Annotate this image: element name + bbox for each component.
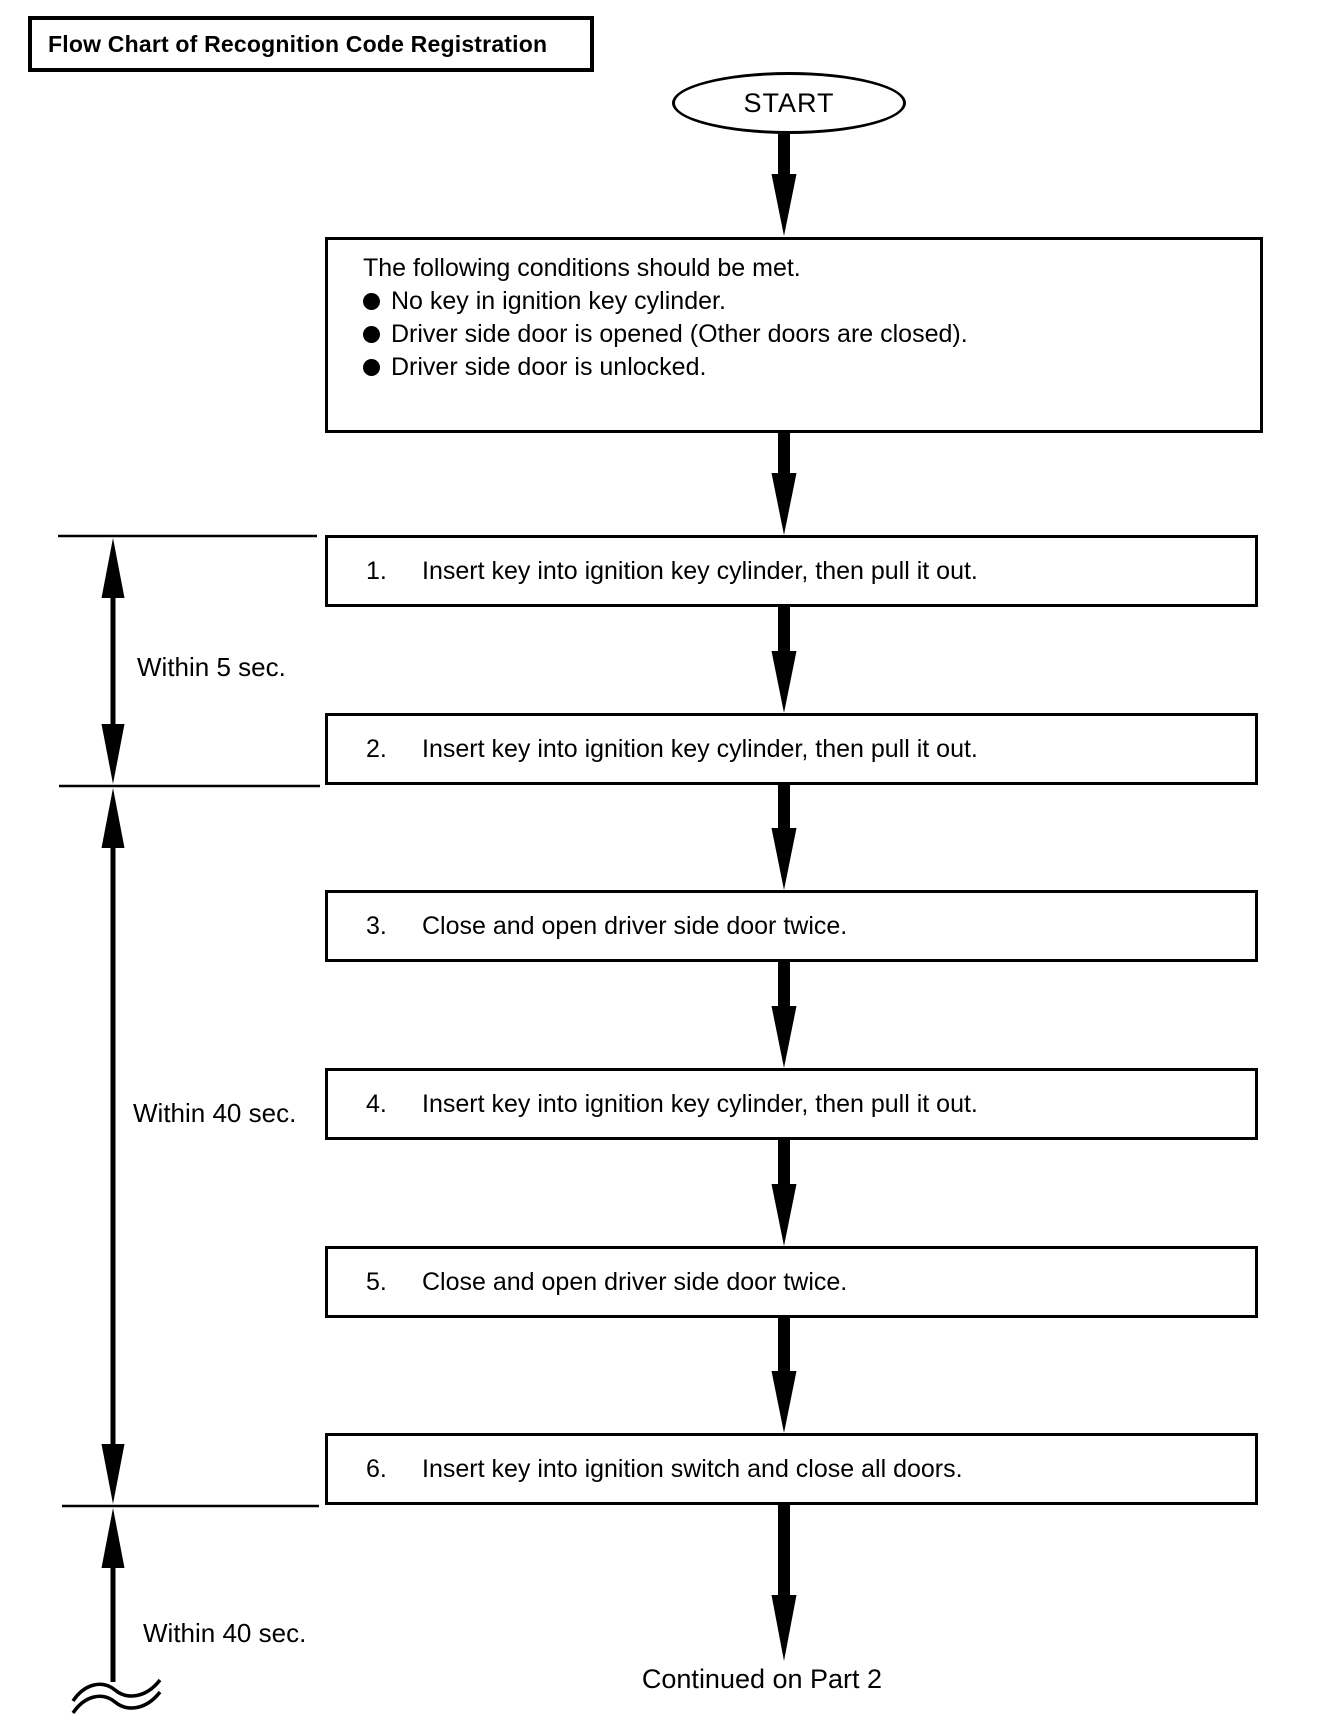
step-number: 2. <box>366 734 387 763</box>
conditions-list: No key in ignition key cylinder. Driver … <box>363 285 1244 384</box>
condition-text: Driver side door is unlocked. <box>391 353 707 381</box>
flow-arrow-start-to-conditions <box>771 134 797 236</box>
flow-arrow-step1-to-step2 <box>771 607 797 713</box>
step-box: 2. Insert key into ignition key cylinder… <box>325 713 1258 785</box>
continued-note: Continued on Part 2 <box>641 1664 883 1694</box>
conditions-box: The following conditions should be met. … <box>325 237 1263 433</box>
step-number: 1. <box>366 556 387 585</box>
timer-label-40sec-continued: Within 40 sec. <box>143 1618 307 1648</box>
step-box: 3. Close and open driver side door twice… <box>325 890 1258 962</box>
step-text: Close and open driver side door twice. <box>422 1267 848 1296</box>
condition-text: No key in ignition key cylinder. <box>391 287 726 315</box>
timer-label-5sec: Within 5 sec. <box>137 652 286 682</box>
condition-item: Driver side door is opened (Other doors … <box>363 318 1244 351</box>
step-number: 6. <box>366 1454 387 1483</box>
flow-arrow-step6-to-continued <box>771 1505 797 1661</box>
timer-bracket-5sec <box>101 538 125 784</box>
step-number: 5. <box>366 1267 387 1296</box>
flow-arrow-conditions-to-step1 <box>771 433 797 535</box>
step-number: 3. <box>366 911 387 940</box>
step-box: 6. Insert key into ignition switch and c… <box>325 1433 1258 1505</box>
step-text: Close and open driver side door twice. <box>422 911 848 940</box>
bullet-dot-icon <box>363 293 380 310</box>
conditions-intro: The following conditions should be met. <box>363 254 801 282</box>
step-box: 1. Insert key into ignition key cylinder… <box>325 535 1258 607</box>
diagram-title-box: Flow Chart of Recognition Code Registrat… <box>28 16 594 72</box>
flow-arrow-step2-to-step3 <box>771 785 797 890</box>
condition-text: Driver side door is opened (Other doors … <box>391 320 968 348</box>
flow-arrow-step4-to-step5 <box>771 1140 797 1246</box>
step-box: 5. Close and open driver side door twice… <box>325 1246 1258 1318</box>
timer-bracket-40sec-continued <box>101 1508 125 1682</box>
break-symbol <box>71 1678 162 1715</box>
step-box: 4. Insert key into ignition key cylinder… <box>325 1068 1258 1140</box>
step-number: 4. <box>366 1089 387 1118</box>
start-label: START <box>743 87 835 118</box>
flow-arrow-step3-to-step4 <box>771 962 797 1068</box>
step-text: Insert key into ignition key cylinder, t… <box>422 556 978 585</box>
step-text: Insert key into ignition key cylinder, t… <box>422 1089 978 1118</box>
bullet-dot-icon <box>363 359 380 376</box>
step-text: Insert key into ignition key cylinder, t… <box>422 734 978 763</box>
timer-bracket-40sec <box>101 788 125 1504</box>
condition-item: Driver side door is unlocked. <box>363 351 1244 384</box>
bullet-dot-icon <box>363 326 380 343</box>
diagram-title: Flow Chart of Recognition Code Registrat… <box>48 30 548 57</box>
step-text: Insert key into ignition switch and clos… <box>422 1454 963 1483</box>
condition-item: No key in ignition key cylinder. <box>363 285 1244 318</box>
flow-arrow-step5-to-step6 <box>771 1318 797 1433</box>
start-node: START <box>672 72 906 134</box>
timer-label-40sec: Within 40 sec. <box>133 1098 297 1128</box>
